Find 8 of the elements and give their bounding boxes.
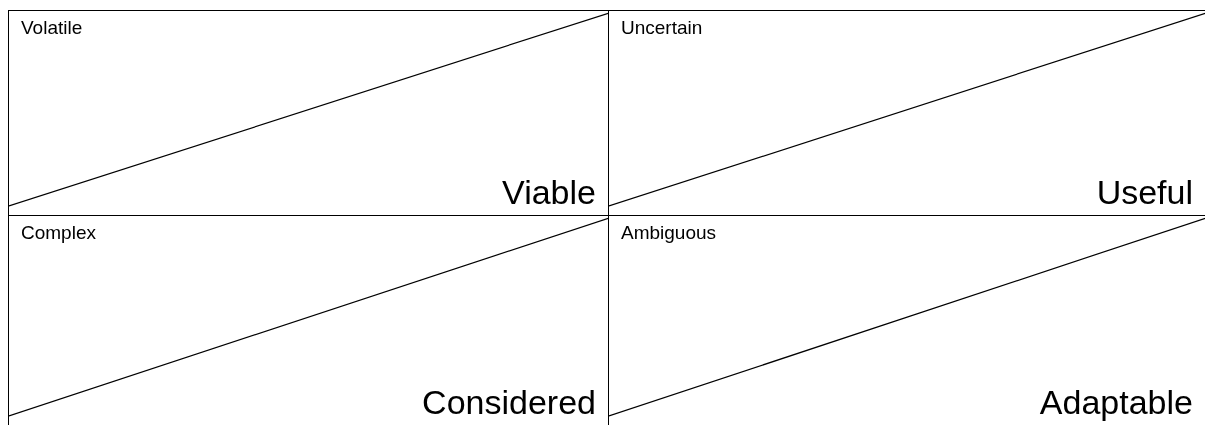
cell-heading: Volatile xyxy=(21,17,83,39)
cell-heading: Ambiguous xyxy=(621,222,717,244)
cell-term: Adaptable xyxy=(1039,383,1193,421)
cell-heading: Complex xyxy=(21,222,96,244)
cell-term: Viable xyxy=(502,173,596,211)
cell-term: Considered xyxy=(422,383,596,421)
cell-heading: Uncertain xyxy=(621,17,703,39)
cell-term: Useful xyxy=(1096,173,1193,211)
